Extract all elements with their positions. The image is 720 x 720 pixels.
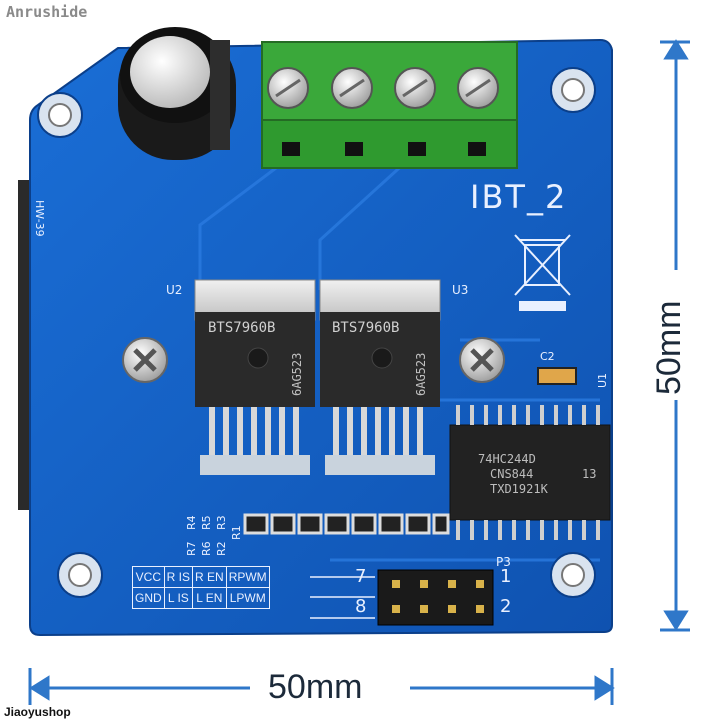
res-label-r5: R5 [200, 515, 213, 530]
u2-code: 6AG523 [290, 352, 304, 396]
width-label: 50mm [268, 668, 363, 706]
pin-cell: L IS [163, 587, 194, 609]
header-num-1: 1 [500, 566, 512, 587]
height-label: 50mm [650, 300, 688, 395]
header-num-7: 7 [355, 566, 367, 587]
u1-chip [449, 405, 611, 540]
watermark: Anrushide [6, 3, 88, 21]
res-label-r6: R6 [200, 541, 213, 556]
pin-cell: LPWM [225, 587, 270, 609]
mount-holes [37, 67, 596, 598]
res-label-r3: R3 [215, 515, 228, 530]
pin-cell: R EN [192, 566, 227, 588]
u3-part: BTS7960B [332, 320, 400, 336]
u3-code: 6AG523 [414, 352, 428, 396]
c2-cap [537, 367, 577, 385]
u3-ref: U3 [452, 283, 469, 297]
dimension-vertical [660, 39, 690, 632]
screw-terminal [261, 41, 518, 169]
res-label-r7: R7 [185, 541, 198, 556]
weee-recycle-icon [514, 234, 571, 311]
board-name: IBT_2 [470, 178, 568, 216]
pin-cell: RPWM [225, 566, 270, 588]
pin-table: VCC R IS R EN RPWM GND L IS L EN LPWM [132, 566, 270, 609]
u1-line3: TXD1921K [490, 482, 548, 496]
u1-line2: CNS844 [490, 467, 534, 481]
side-screws [122, 337, 505, 383]
c2-ref: C2 [540, 350, 555, 363]
shop-label: Jiaoyushop [4, 705, 71, 719]
u1-suffix: 13 [582, 467, 597, 481]
resistor-row [243, 513, 450, 535]
pin-cell: R IS [163, 566, 194, 588]
res-label-r4: R4 [185, 515, 198, 530]
pin-header [377, 569, 494, 626]
u2-part: BTS7960B [208, 320, 276, 336]
chip-pads [200, 455, 435, 475]
pcb-edge-shadow [18, 180, 32, 510]
header-num-2: 2 [500, 596, 512, 617]
pin-cell: VCC [132, 566, 165, 588]
res-label-r1: R1 [230, 525, 243, 540]
u2-ref: U2 [166, 283, 183, 297]
pin-table-row: GND L IS L EN LPWM [132, 587, 270, 609]
header-num-8: 8 [355, 596, 367, 617]
p3-ref: P3 [496, 555, 511, 569]
u1-ref: U1 [596, 372, 609, 388]
pin-cell: L EN [192, 587, 227, 609]
electrolytic-capacitor [118, 27, 236, 160]
u1-line1: 74HC244D [478, 452, 536, 466]
side-label: HW-39 [33, 200, 46, 237]
res-label-r2: R2 [215, 541, 228, 556]
pin-cell: GND [132, 587, 165, 609]
pin-table-row: VCC R IS R EN RPWM [132, 566, 270, 588]
dimension-horizontal [28, 668, 615, 705]
u3-chip [319, 279, 441, 470]
pcb-traces [198, 158, 600, 562]
